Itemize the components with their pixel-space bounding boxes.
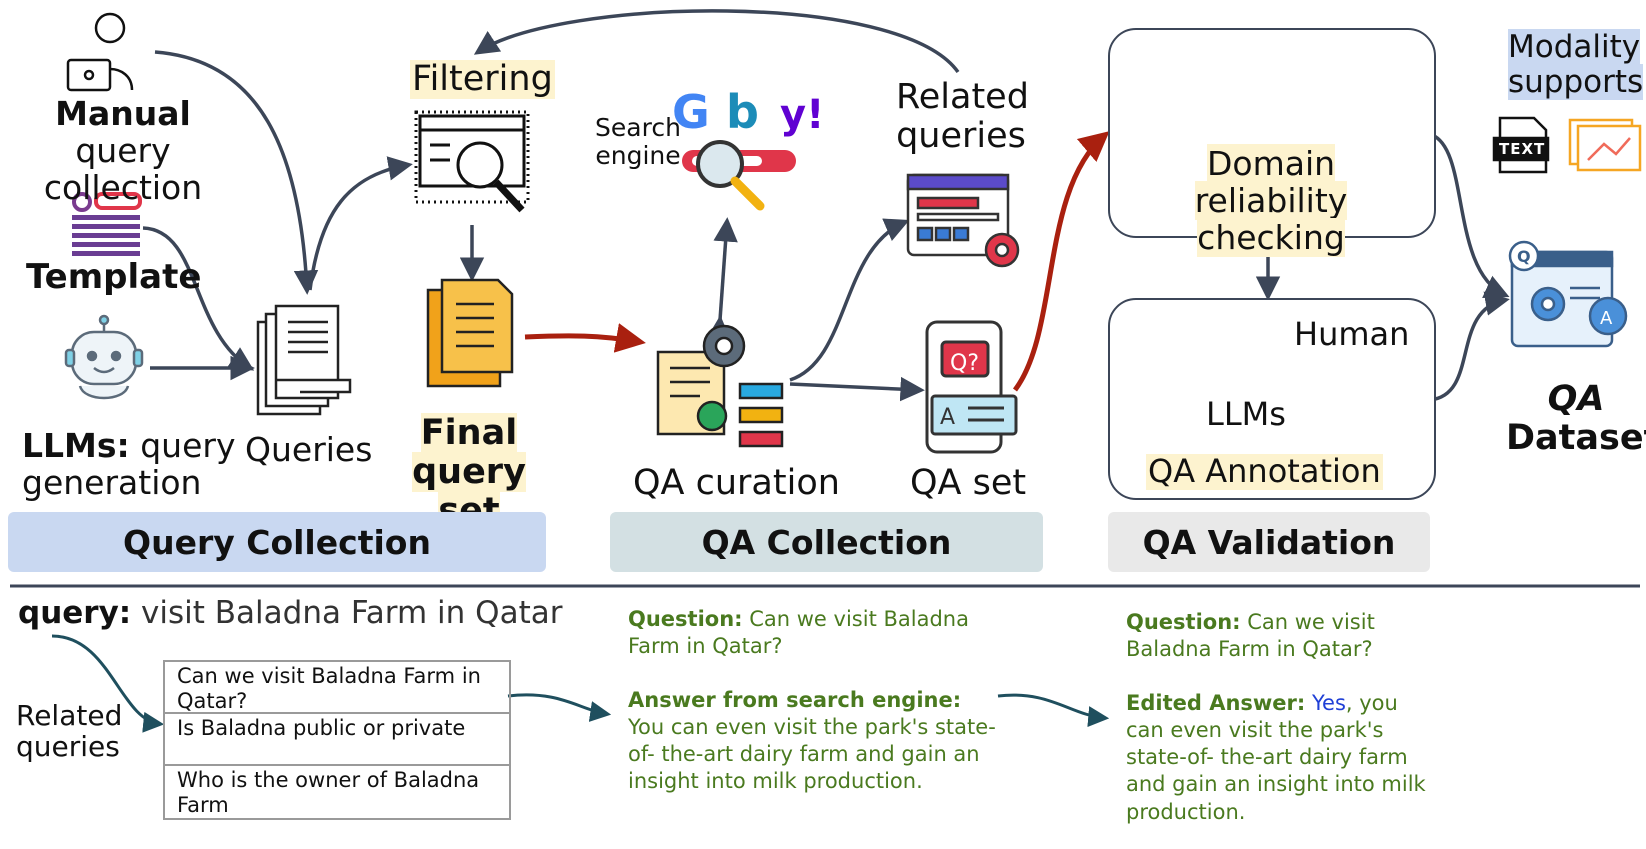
qa-dataset-q-icon: Q bbox=[1517, 247, 1531, 266]
collection-question-text: Can we visit Baladna Farm in Qatar? bbox=[628, 607, 969, 659]
human-label: Human bbox=[1294, 315, 1410, 353]
domain-reliability-label: Domain reliability checking bbox=[1130, 144, 1412, 257]
qa-set-a-icon: A bbox=[940, 405, 955, 430]
arrow-answer-to-edited bbox=[997, 693, 1110, 728]
example-related-line2: queries bbox=[16, 730, 120, 764]
related-query-row: Is Baladna public or private bbox=[165, 714, 509, 766]
browser-settings-icon bbox=[906, 173, 1020, 268]
qa-set-label: QA set bbox=[910, 463, 1027, 503]
arrow-related-to-question bbox=[507, 693, 612, 722]
qa-dataset-line2: Dataset bbox=[1506, 418, 1646, 459]
manual-rest: query bbox=[75, 130, 171, 170]
related-queries-label: Related queries bbox=[896, 77, 1029, 157]
arrow-annotation-to-dataset bbox=[1429, 291, 1510, 402]
llms-line2: generation bbox=[22, 462, 202, 502]
arrow-qaset-to-validation bbox=[1012, 131, 1110, 392]
domain-line1: Domain reliability bbox=[1194, 144, 1348, 220]
query-collection-bar: Query Collection bbox=[8, 512, 546, 572]
qa-dataset-line1: QA bbox=[1547, 379, 1605, 419]
collection-question: Question: Can we visit Baladna Farm in Q… bbox=[628, 606, 1000, 661]
example-query-text: visit Baladna Farm in Qatar bbox=[131, 595, 563, 631]
validation-answer: Edited Answer: Yes, you can even visit t… bbox=[1126, 690, 1426, 826]
qa-dataset-label: QA Dataset bbox=[1506, 379, 1646, 459]
collection-answer-label: Answer from search engine: bbox=[628, 687, 962, 712]
modality-label: Modality supports bbox=[1508, 29, 1644, 100]
validation-answer-yes: Yes bbox=[1305, 690, 1346, 715]
qa-set-phone-icon bbox=[925, 320, 1018, 454]
arrow-final-to-curation bbox=[524, 323, 646, 353]
bing-icon: b bbox=[726, 85, 759, 139]
manual-query-label: Manual query collection bbox=[18, 94, 228, 207]
arrow-curation-search bbox=[706, 217, 738, 341]
llms-query-label: LLMs: query generation bbox=[22, 426, 242, 502]
yahoo-icon: y! bbox=[780, 92, 824, 138]
queries-stack-icon bbox=[256, 304, 352, 416]
search-engine-label: Search engine bbox=[590, 114, 686, 170]
qa-annotation-label: QA Annotation bbox=[1146, 452, 1383, 490]
collection-answer: Answer from search engine: You can even … bbox=[628, 687, 1000, 796]
example-query: query: visit Baladna Farm in Qatar bbox=[18, 596, 562, 631]
search-line1: Search bbox=[595, 113, 681, 142]
arrow-related-to-filtering bbox=[473, 9, 960, 74]
final-line1: Final bbox=[420, 413, 518, 453]
queries-label: Queries bbox=[245, 430, 373, 469]
arrow-template-to-queries bbox=[142, 226, 255, 371]
example-related-line1: Related bbox=[16, 699, 123, 732]
validation-example: Question: Can we visit Baladna Farm in Q… bbox=[1126, 609, 1426, 826]
search-line2: engine bbox=[595, 141, 681, 170]
arrow-domain-to-dataset bbox=[1431, 133, 1510, 298]
example-query-label: query: bbox=[18, 595, 132, 631]
text-doc-icon bbox=[1492, 116, 1550, 174]
text-doc-label: TEXT bbox=[1499, 140, 1546, 158]
llms-rest: query bbox=[129, 426, 236, 465]
validation-answer-text: , you can even visit the park's state-of… bbox=[1126, 690, 1426, 824]
qa-set-q-icon: Q? bbox=[950, 351, 979, 376]
modality-line1: Modality bbox=[1508, 29, 1641, 65]
arrow-queries-to-filtering bbox=[308, 156, 413, 291]
example-related-label: Related queries bbox=[16, 700, 122, 763]
filtering-icon bbox=[414, 110, 530, 213]
collection-answer-text: You can even visit the park's state-of- … bbox=[628, 714, 996, 794]
manual-line2: collection bbox=[43, 167, 203, 207]
arrow-manual-to-queries bbox=[154, 50, 319, 295]
filtering-label: Filtering bbox=[410, 59, 555, 100]
related-queries-table: Can we visit Baladna Farm in Qatar? Is B… bbox=[163, 660, 511, 820]
domain-line2: checking bbox=[1197, 217, 1345, 257]
person-laptop-icon bbox=[66, 12, 134, 92]
validation-question: Question: Can we visit Baladna Farm in Q… bbox=[1126, 609, 1426, 664]
llms-bold: LLMs: bbox=[22, 426, 130, 465]
modality-line2: supports bbox=[1508, 63, 1644, 100]
qa-collection-bar: QA Collection bbox=[610, 512, 1043, 572]
google-icon: G bbox=[672, 85, 710, 139]
image-stack-icon bbox=[1568, 118, 1642, 172]
related-query-row: Can we visit Baladna Farm in Qatar? bbox=[165, 662, 509, 714]
qa-dataset-a-icon: A bbox=[1600, 308, 1613, 329]
related-line2: queries bbox=[896, 116, 1026, 157]
validation-question-text: Can we visit Baladna Farm in Qatar? bbox=[1126, 610, 1375, 662]
final-docs-icon bbox=[426, 278, 514, 388]
qa-dataset-icon bbox=[1508, 240, 1628, 348]
llms-label: LLMs bbox=[1206, 395, 1286, 433]
validation-question-label: Question: bbox=[1126, 610, 1241, 634]
robot-icon bbox=[64, 314, 144, 400]
qa-curation-icon bbox=[656, 324, 784, 448]
template-icon bbox=[72, 192, 142, 256]
qa-curation-label: QA curation bbox=[633, 463, 840, 503]
arrow-curation-to-qaset bbox=[789, 376, 925, 402]
related-query-row: Who is the owner of Baladna Farm bbox=[177, 768, 480, 818]
validation-answer-label: Edited Answer: bbox=[1126, 690, 1306, 715]
related-line1: Related bbox=[896, 77, 1029, 117]
manual-bold: Manual bbox=[55, 94, 191, 133]
collection-example: Question: Can we visit Baladna Farm in Q… bbox=[628, 606, 1000, 796]
template-bold: Template bbox=[26, 257, 202, 297]
arrow-query-to-related bbox=[51, 634, 165, 733]
collection-question-label: Question: bbox=[628, 607, 743, 631]
arrow-curation-to-related bbox=[789, 218, 910, 382]
qa-validation-bar: QA Validation bbox=[1108, 512, 1430, 572]
search-bar-icon bbox=[682, 140, 796, 211]
template-label: Template bbox=[26, 258, 201, 296]
